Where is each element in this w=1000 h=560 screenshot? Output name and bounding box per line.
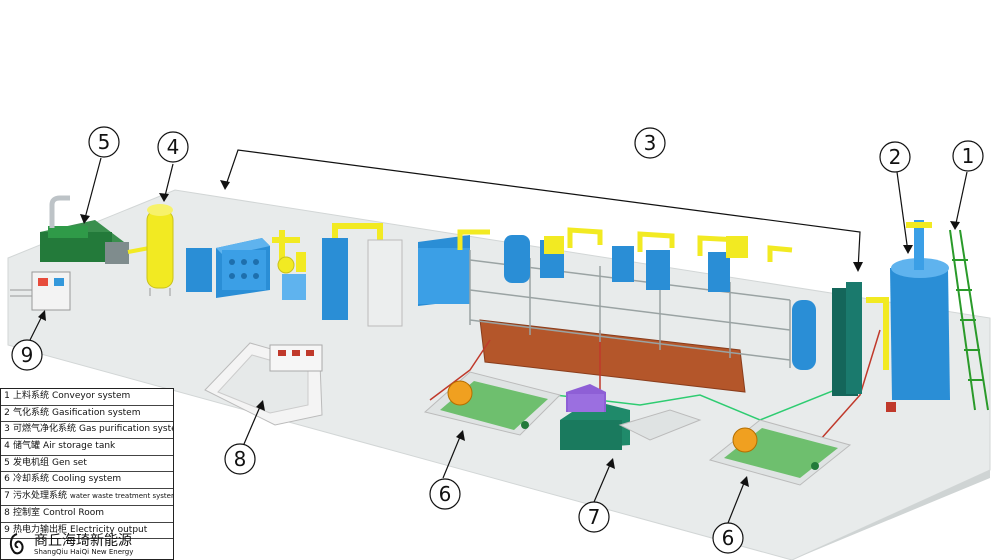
- arrowheads: [38, 180, 960, 487]
- callout-circle: [952, 140, 984, 172]
- leader-lines: [29, 149, 968, 524]
- brand-name-en: ShangQiu HaiQi New Energy: [34, 548, 134, 556]
- callout-circle: [157, 131, 189, 163]
- callout-3: 3: [644, 131, 657, 155]
- gen-set: [40, 195, 129, 264]
- callout-circle: [634, 127, 666, 159]
- callout-circle: [879, 141, 911, 173]
- gasifier-area: [792, 220, 950, 412]
- callout-8: 8: [234, 447, 247, 471]
- air-storage-tank: [146, 204, 174, 296]
- callout-2: 2: [889, 145, 902, 169]
- purification-structure: [418, 227, 793, 368]
- callout-circle: [88, 126, 120, 158]
- company-logo-icon: [9, 533, 24, 555]
- brick-foundation: [479, 319, 746, 393]
- callout-circle: [224, 443, 256, 475]
- waste-water-treatment: [560, 384, 702, 450]
- electricity-output-cabinet: [10, 271, 71, 311]
- callout-circle: [429, 478, 461, 510]
- callout-circle: [712, 522, 744, 554]
- callout-5: 5: [98, 130, 111, 154]
- brand-footer: 商丘海琦新能源 ShangQiu HaiQi New Energy: [2, 530, 172, 560]
- cooling-pool-right: [708, 419, 852, 486]
- callout-7: 7: [588, 505, 601, 529]
- callout-9: 9: [21, 343, 34, 367]
- callout-6a: 6: [439, 482, 452, 506]
- callouts: [11, 126, 984, 554]
- callout-6b: 6: [722, 526, 735, 550]
- callout-circle: [11, 339, 43, 371]
- brand-name-zh: 商丘海琦新能源: [34, 533, 132, 549]
- callout-1: 1: [962, 144, 975, 168]
- callout-4: 4: [167, 135, 180, 159]
- pump-cluster: [272, 230, 306, 300]
- cooling-pool-left: [423, 371, 561, 436]
- callout-circle: [578, 501, 610, 533]
- control-room: [204, 342, 323, 426]
- purification-units-left: [186, 238, 270, 298]
- conveyor-tower: [949, 229, 989, 411]
- grey-panel: [367, 239, 403, 327]
- scrubber-column: [322, 223, 383, 320]
